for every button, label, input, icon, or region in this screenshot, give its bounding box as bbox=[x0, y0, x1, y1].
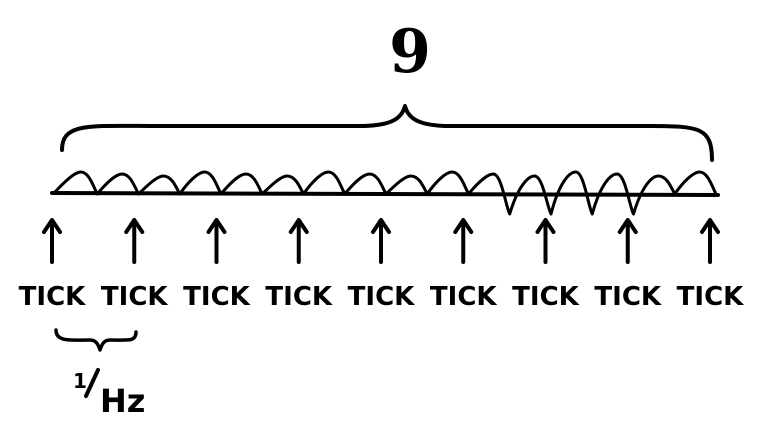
up-arrow-icon bbox=[124, 218, 145, 234]
period-fraction-slash bbox=[84, 368, 100, 398]
tick-8: TICK bbox=[594, 218, 662, 312]
tick-6: TICK bbox=[430, 218, 497, 312]
up-arrow-icon bbox=[206, 218, 227, 234]
up-arrow-icon bbox=[288, 218, 309, 234]
tick-label: TICK bbox=[677, 282, 744, 312]
total-span-brace bbox=[60, 104, 714, 162]
tick-label: TICK bbox=[594, 282, 661, 312]
period-numerator: 1 bbox=[73, 369, 87, 393]
tick-label: TICK bbox=[430, 282, 497, 312]
tick-label: TICK bbox=[265, 282, 332, 312]
tick-label: TICK bbox=[348, 282, 415, 312]
tick-label: TICK bbox=[183, 282, 250, 312]
tick-label: TICK bbox=[101, 282, 168, 312]
tick-7: TICK bbox=[512, 218, 580, 312]
period-denominator: Hz bbox=[100, 382, 145, 420]
up-arrow-icon bbox=[535, 218, 556, 234]
up-arrow-icon bbox=[617, 218, 638, 234]
tick-4: TICK bbox=[265, 218, 333, 312]
up-arrow-icon bbox=[42, 218, 62, 234]
tick-5: TICK bbox=[348, 218, 415, 312]
tick-label: TICK bbox=[19, 282, 86, 312]
tick-count-label: 9 bbox=[389, 17, 431, 87]
tick-3: TICK bbox=[183, 218, 251, 312]
tick-9: TICK bbox=[677, 218, 744, 312]
up-arrow-icon bbox=[453, 218, 474, 234]
ticks-layer: TICK TICK TICK TICK TICK TICK TICK TICK TICK bbox=[19, 218, 744, 312]
tick-label: TICK bbox=[512, 282, 579, 312]
up-arrow-icon bbox=[700, 218, 720, 234]
tick-1: TICK bbox=[19, 218, 86, 312]
signal-waveform bbox=[52, 170, 718, 216]
period-brace bbox=[54, 328, 138, 352]
tick-2: TICK bbox=[101, 218, 168, 312]
up-arrow-icon bbox=[371, 218, 391, 234]
